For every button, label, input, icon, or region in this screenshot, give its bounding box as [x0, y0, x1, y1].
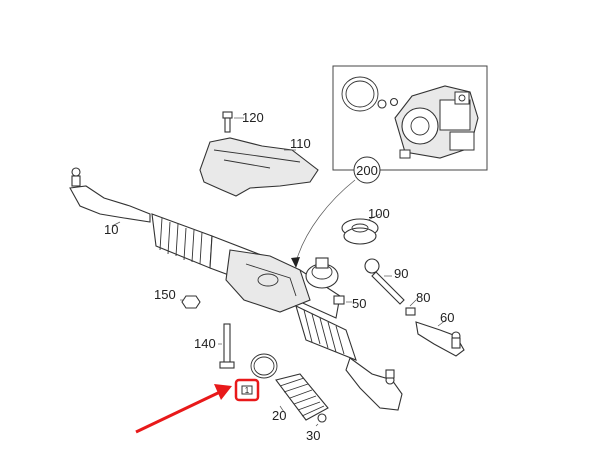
- tie-rod-right: [345, 357, 403, 411]
- outer-tie-rod-60: 60: [415, 310, 465, 357]
- label-50: 50: [352, 296, 366, 311]
- heat-shield: 110: [199, 136, 319, 197]
- label-10: 10: [104, 222, 118, 237]
- red-arrow-icon: [135, 384, 232, 434]
- label-20: 20: [272, 408, 286, 423]
- bolt-140: 140: [194, 323, 235, 369]
- ring-seal: [250, 353, 278, 379]
- tie-rod-left: 10: [69, 167, 151, 237]
- mount-100: 100: [341, 206, 390, 245]
- clamp-30: 30: [306, 413, 327, 443]
- label-140: 140: [194, 336, 216, 351]
- nut-50: 50: [333, 295, 366, 311]
- label-150: 150: [154, 287, 176, 302]
- label-30: 30: [306, 428, 320, 443]
- highlighted-part-1: 1: [234, 378, 260, 402]
- label-80: 80: [416, 290, 430, 305]
- label-1: 1: [245, 386, 250, 395]
- nut-150: 150: [154, 287, 201, 309]
- label-60: 60: [440, 310, 454, 325]
- nut-80: 80: [405, 290, 430, 316]
- steering-rack: [151, 213, 357, 361]
- label-110: 110: [290, 136, 311, 151]
- motor-inset: 200: [291, 65, 488, 268]
- label-120: 120: [242, 110, 264, 125]
- label-200: 200: [356, 163, 378, 178]
- label-90: 90: [394, 266, 408, 281]
- bellows-20: 20: [272, 373, 329, 423]
- bolt-120: 120: [222, 110, 264, 133]
- label-100: 100: [368, 206, 390, 221]
- inner-tie-rod-90: 90: [364, 258, 408, 305]
